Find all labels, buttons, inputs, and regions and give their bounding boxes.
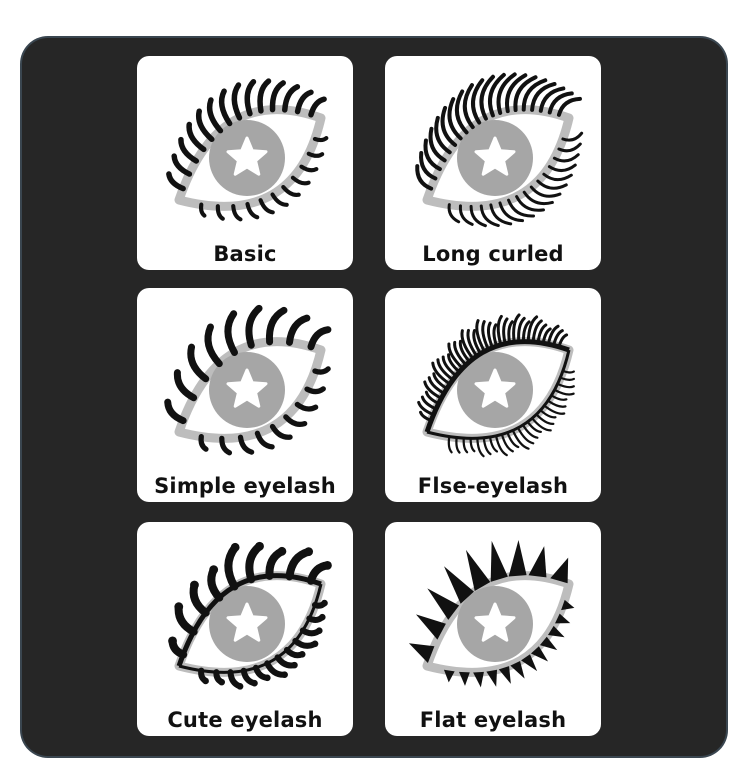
eyelash-card-false[interactable]: Flse-eyelash: [385, 288, 601, 502]
card-label: Flat eyelash: [419, 708, 567, 732]
eyelash-card-simple[interactable]: Simple eyelash: [137, 288, 353, 502]
eye-icon: [417, 313, 575, 458]
card-label: Long curled: [422, 242, 564, 266]
card-label: Cute eyelash: [167, 708, 323, 732]
eyelash-card-basic[interactable]: Basic: [137, 56, 353, 270]
eye-icon: [408, 539, 575, 688]
eyelash-styles-panel: Basic Long curled Simple eyelash Flse-ey…: [22, 38, 726, 756]
card-label: Basic: [213, 242, 277, 266]
eyelash-card-long-curled[interactable]: Long curled: [385, 56, 601, 270]
eye-icon: [415, 72, 584, 228]
card-label: Flse-eyelash: [417, 474, 569, 498]
eyelash-card-cute[interactable]: Cute eyelash: [137, 522, 353, 736]
card-label: Simple eyelash: [154, 474, 336, 498]
eyelash-card-flat[interactable]: Flat eyelash: [385, 522, 601, 736]
eye-icon: [164, 304, 332, 456]
eye-icon: [166, 78, 329, 222]
eye-icon: [168, 541, 332, 690]
